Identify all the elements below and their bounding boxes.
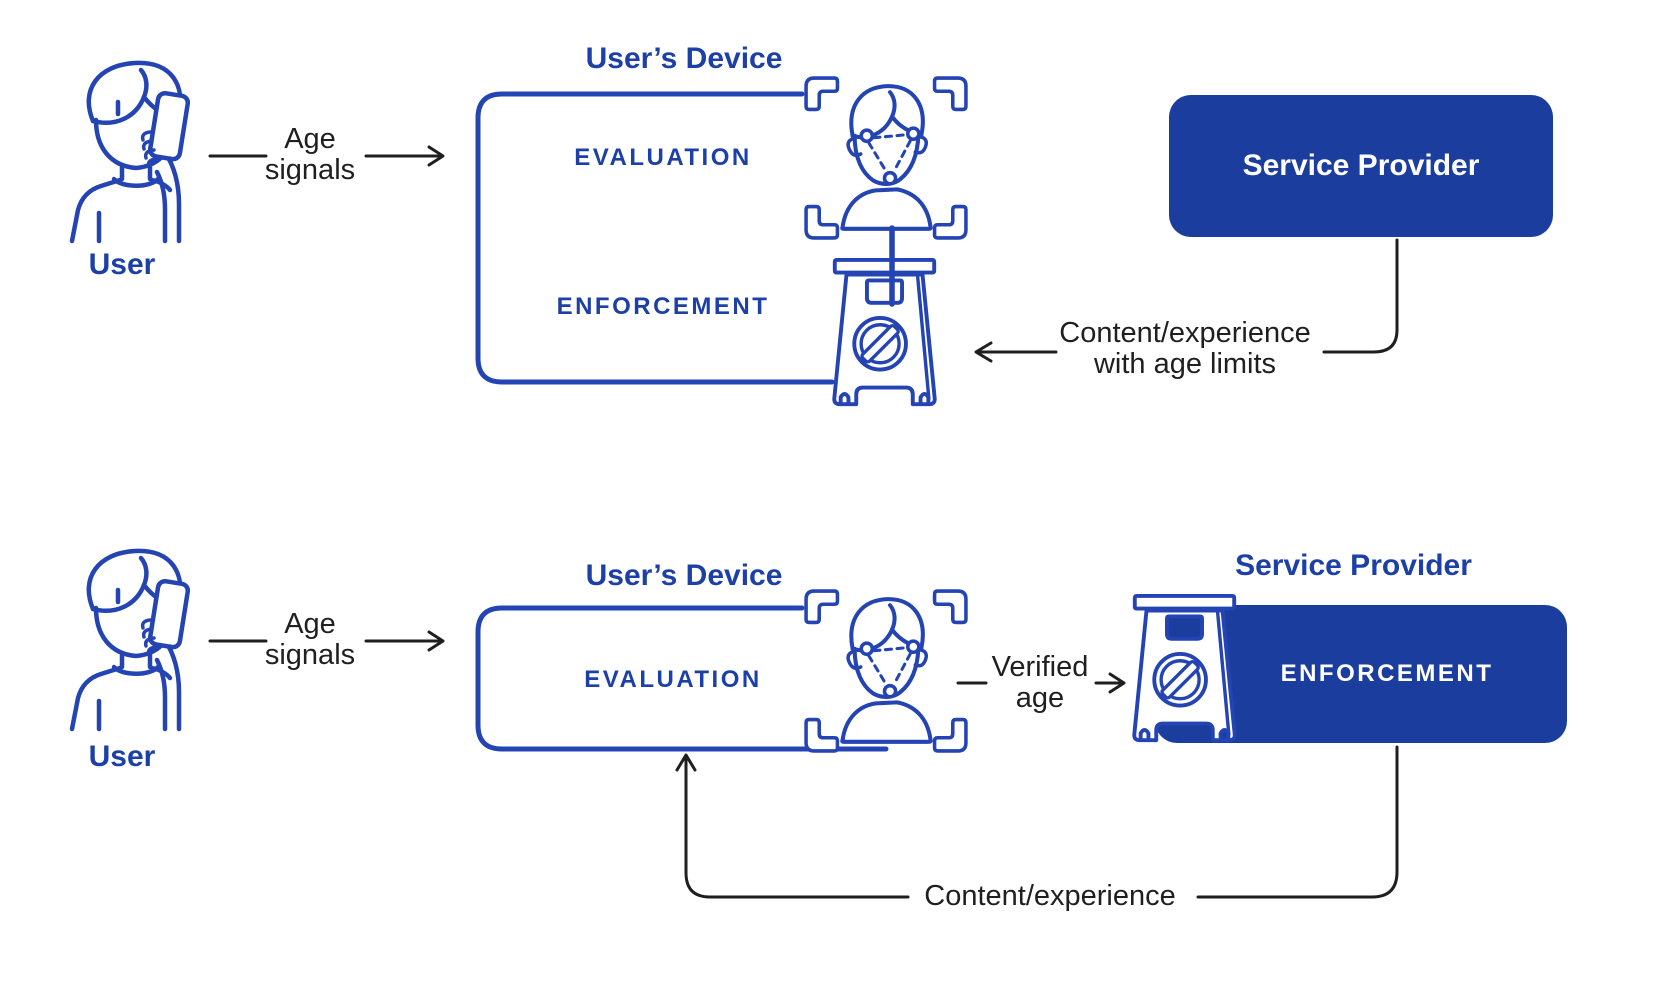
viewfinder-corner-icon: [804, 717, 840, 753]
content-age-limits-label: Content/experience with age limits: [1030, 318, 1340, 380]
viewfinder-corner-icon: [932, 76, 968, 112]
prohibition-slash: [1160, 659, 1200, 700]
verified-age-line2: age: [1015, 682, 1065, 714]
viewfinder-corner-icon: [804, 204, 840, 240]
service-provider-label-top: Service Provider: [1242, 149, 1480, 182]
viewfinder-corner-icon: [932, 717, 968, 753]
device-title-top: User’s Device: [585, 42, 783, 75]
user-with-phone-icon: [69, 548, 191, 732]
face-landmark-lines: [867, 133, 912, 173]
viewfinder-corner-icon: [804, 76, 840, 112]
user-figure: [69, 548, 191, 732]
age-signals-line2: signals: [264, 639, 356, 671]
face-landmark-dot: [859, 128, 875, 144]
device-box-top: [475, 91, 835, 385]
content-line2: with age limits: [1093, 348, 1277, 380]
age-signals-label-bottom: Age signals: [225, 609, 395, 671]
no-entry-sign-icon: [1132, 593, 1237, 743]
phone: [147, 90, 191, 162]
face-scan-icon: [804, 589, 968, 753]
prohibition-slash: [860, 323, 900, 364]
service-provider-title-bottom: Service Provider: [1235, 549, 1472, 582]
age-signals-line1: Age: [284, 608, 336, 640]
evaluation-label-bottom: EVALUATION: [584, 666, 762, 693]
user-figure: [69, 60, 191, 244]
face-landmark-dot: [882, 683, 898, 699]
age-signals-line2: signals: [264, 154, 356, 186]
enforcement-label-top: ENFORCEMENT: [556, 293, 770, 320]
evaluation-label-top: EVALUATION: [574, 144, 752, 171]
service-provider-box-top: Service Provider: [1169, 95, 1553, 237]
age-signals-arrow-bottom: [364, 630, 445, 652]
face-landmark-dot: [859, 641, 875, 657]
viewfinder-corner-icon: [804, 589, 840, 625]
user-label-bottom: User: [88, 740, 156, 773]
age-signals-label-top: Age signals: [225, 124, 395, 186]
content-return-right: [1196, 745, 1399, 899]
age-signals-line1: Age: [284, 123, 336, 155]
face-scan-icon: [804, 76, 968, 240]
verified-age-line1: Verified: [991, 651, 1089, 683]
device-box-bottom: [475, 605, 889, 752]
no-entry-sign-icon: [832, 257, 937, 407]
user-with-phone-icon: [69, 60, 191, 244]
face-landmark-dot: [905, 126, 921, 142]
content-connector-top: [1322, 238, 1399, 354]
viewfinder-corner-icon: [932, 204, 968, 240]
verified-age-label: Verified age: [975, 652, 1105, 714]
face-landmark-lines: [867, 646, 912, 686]
content-experience-label: Content/experience: [924, 880, 1176, 912]
phone: [147, 578, 191, 650]
face-landmark-dot: [905, 639, 921, 655]
face-landmark-dot: [882, 170, 898, 186]
sign-pole: [889, 225, 895, 307]
device-title-bottom: User’s Device: [585, 559, 783, 592]
content-line1: Content/experience: [1059, 317, 1311, 349]
age-signals-arrow-top: [364, 145, 445, 167]
verified-age-arrow: [1094, 672, 1126, 694]
content-return-left-arrow: [675, 753, 910, 899]
user-label-top: User: [88, 248, 156, 281]
content-arrow-top: [974, 341, 1058, 363]
viewfinder-corner-icon: [932, 589, 968, 625]
enforcement-label-bottom: ENFORCEMENT: [1280, 660, 1494, 687]
